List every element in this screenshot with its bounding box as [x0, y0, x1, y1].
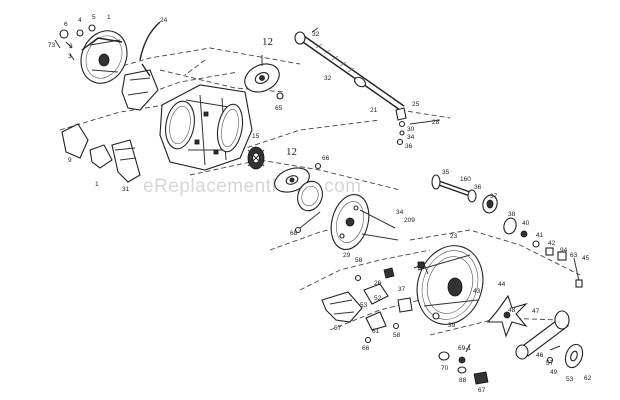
part-label: 57 — [334, 325, 342, 332]
part-label: 37 — [398, 286, 406, 293]
part-label: 40 — [522, 220, 530, 227]
part-label: 12 — [262, 36, 273, 48]
part-label: 12 — [286, 146, 297, 158]
ring-66 — [294, 162, 323, 234]
pinion-gear-15 — [247, 146, 265, 170]
part-label: 24 — [160, 17, 168, 24]
part-label: 3 — [69, 43, 73, 50]
frame-bracket — [121, 63, 159, 111]
part-label: 69-1 — [458, 345, 471, 352]
part-label: 34 — [407, 134, 415, 141]
part-label: 29 — [343, 252, 351, 259]
spring-24 — [139, 21, 161, 61]
part-label: 66 — [322, 155, 330, 162]
part-label: 48 — [508, 307, 516, 314]
part-label: 32 — [312, 31, 320, 38]
part-label: 52 — [374, 295, 382, 302]
part-label: 65 — [275, 105, 283, 112]
part-label: 30 — [407, 126, 415, 133]
part-label: 160 — [460, 176, 471, 183]
part-label: 3 — [68, 53, 72, 60]
part-label: 5 — [92, 14, 96, 21]
lower-middle-hardware — [354, 261, 429, 313]
clutch-lever — [321, 291, 400, 344]
part-label: 9 — [68, 157, 72, 164]
part-label: 34 — [396, 209, 404, 216]
part-label: 41 — [536, 232, 544, 239]
side-plate-left — [54, 24, 128, 84]
part-label: 25 — [412, 101, 420, 108]
part-label: 62 — [584, 375, 592, 382]
part-label: 4 — [78, 17, 82, 24]
drag-disc-12-top — [244, 55, 284, 100]
part-label: 67 — [478, 387, 486, 394]
part-label: 1 — [107, 14, 111, 21]
part-label: 42 — [548, 240, 556, 247]
side-plate-right — [416, 245, 484, 325]
part-label: 66 — [362, 345, 370, 352]
part-label: 1 — [95, 181, 99, 188]
part-label: 70 — [441, 365, 449, 372]
part-label: 53 — [360, 302, 368, 309]
part-label: 36 — [474, 184, 482, 191]
part-label: 39 — [448, 322, 456, 329]
part-label: 21 — [370, 107, 378, 114]
part-label: 209 — [404, 217, 415, 224]
handle-arm — [515, 310, 570, 360]
reel-frame — [159, 84, 253, 171]
part-label: 43 — [473, 288, 481, 295]
part-label: 32 — [324, 75, 332, 82]
part-label: 63 — [570, 252, 578, 259]
bottom-hardware — [438, 343, 489, 385]
part-label: 73 — [48, 42, 56, 49]
part-label: 47 — [532, 308, 540, 315]
handle-knob — [546, 343, 584, 369]
handle-clamp-left — [61, 123, 141, 183]
part-label: 58 — [393, 332, 401, 339]
part-label: 36 — [405, 143, 413, 150]
part-label: 49 — [550, 369, 558, 376]
part-label: 88 — [459, 377, 467, 384]
part-label: 58 — [355, 257, 363, 264]
part-label: 94 — [560, 247, 568, 254]
pawl-hardware — [395, 107, 441, 146]
part-label: 38 — [508, 211, 516, 218]
watermark-text: eReplacementParts.com — [143, 176, 362, 197]
part-label: 61 — [372, 328, 380, 335]
star-drag-44 — [486, 294, 528, 338]
part-label: 26 — [374, 280, 382, 287]
part-label: 28 — [432, 119, 440, 126]
part-label: 35 — [442, 169, 450, 176]
level-wind-shaft — [294, 27, 405, 111]
part-label: 53 — [566, 376, 574, 383]
assembly-guide-lines — [59, 47, 581, 336]
part-number-labels: 73 6 4 5 1 3 3 24 12 65 32 32 21 25 28 3… — [48, 14, 592, 394]
drag-disc-12-mid — [274, 167, 310, 193]
part-label: 31 — [122, 186, 130, 193]
side-plate-right-frame — [330, 194, 399, 250]
part-label: 6 — [64, 21, 68, 28]
part-label: 57 — [546, 360, 554, 367]
part-label: 46 — [536, 352, 544, 359]
part-label: 44 — [498, 281, 506, 288]
part-label: 15 — [252, 133, 260, 140]
part-label: 68 — [290, 230, 298, 237]
part-label: 37 — [490, 193, 498, 200]
part-label: 23 — [450, 233, 458, 240]
drive-shaft-washers — [431, 174, 583, 288]
part-label: 45 — [582, 255, 590, 262]
